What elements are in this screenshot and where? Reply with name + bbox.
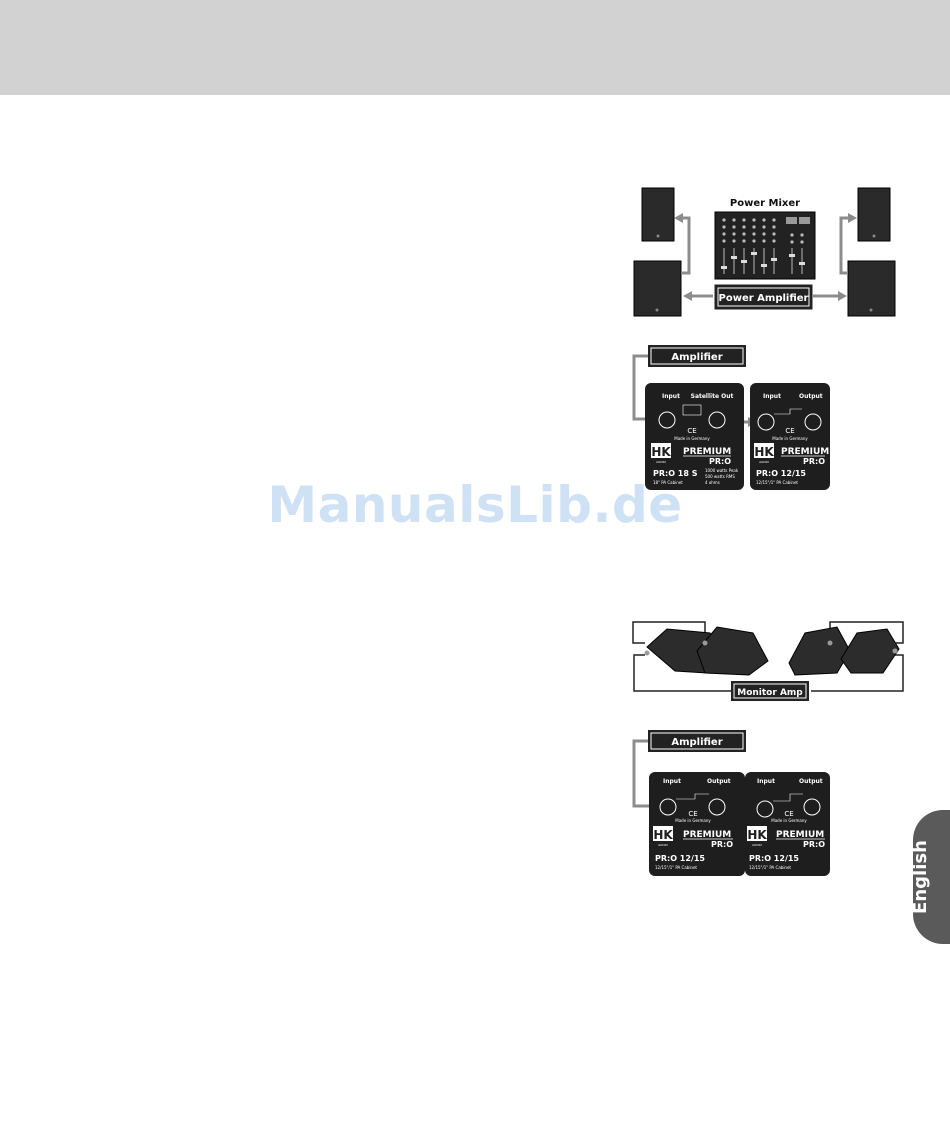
- right-top-speaker: [857, 187, 891, 242]
- power-amplifier-label: Power Amplifier: [719, 293, 809, 304]
- panel-left-ce: CE: [687, 427, 696, 435]
- figure-passive-chain-wiring: Amplifier Input Output CE Made in German…: [632, 730, 830, 876]
- right-subwoofer: [847, 260, 896, 317]
- panel-b-model: PR:O 12/15: [749, 854, 799, 863]
- panel-right-output-jack: [804, 413, 822, 431]
- panel-b-output-jack: [803, 798, 821, 816]
- panel-pro-18s: [645, 383, 744, 490]
- panel-b-ce: CE: [784, 810, 793, 818]
- panel-left-pro: PR:O: [709, 457, 731, 466]
- panel-pro-12-15-a: [649, 772, 745, 876]
- panel-a-input-jack: [659, 798, 677, 816]
- panel-a-premium: PREMIUM: [683, 830, 731, 840]
- amplifier-box-2: [648, 730, 746, 752]
- svg-text:HK: HK: [653, 828, 673, 842]
- hk-logo-left: [651, 443, 671, 458]
- monitor-wedge-3: [788, 626, 851, 676]
- panel-right-made-in: Made in Germany: [772, 436, 808, 441]
- panel-a-output-jack: [708, 798, 726, 816]
- svg-text:AUDIO: AUDIO: [658, 843, 668, 847]
- panel-left-model-sub: 18" PA Cabinet: [653, 480, 683, 485]
- panel-pro-12-15: [750, 383, 830, 490]
- panel-right-premium: PREMIUM: [781, 447, 829, 457]
- svg-text:HK: HK: [747, 828, 767, 842]
- panel-left-satellite-label: Satellite Out: [691, 393, 734, 400]
- header-band: [0, 0, 950, 95]
- panel-a-input-label: Input: [663, 778, 681, 785]
- panel-a-model-sub: 12/15"/1" PA Cabinet: [655, 865, 697, 870]
- mixer-knobs: [722, 218, 804, 244]
- figure-monitor-setup: Monitor Amp: [632, 621, 904, 701]
- panel-left-input-label: Input: [662, 393, 680, 400]
- panel-left-spec-1: 500 watts RMS: [705, 474, 735, 479]
- panel-right-model: PR:O 12/15: [756, 469, 806, 478]
- panel-left-input-jack: [658, 411, 676, 429]
- power-mixer-label: Power Mixer: [730, 198, 800, 209]
- language-tab[interactable]: [913, 810, 950, 944]
- panel-left-spec-0: 1000 watts Peak: [705, 468, 739, 473]
- panel-b-output-label: Output: [799, 778, 823, 785]
- panel-right-model-sub: 12/15"/1" PA Cabinet: [756, 480, 798, 485]
- svg-text:HK: HK: [754, 445, 774, 459]
- left-subwoofer: [633, 260, 682, 317]
- svg-text:HK: HK: [651, 445, 671, 459]
- panel-left-premium: PREMIUM: [683, 447, 731, 457]
- panel-b-pro: PR:O: [803, 840, 825, 849]
- panel-left-spec-2: 4 ohms: [705, 480, 720, 485]
- panel-a-pro: PR:O: [711, 840, 733, 849]
- panel-b-made-in: Made in Germany: [771, 818, 807, 823]
- svg-text:AUDIO: AUDIO: [752, 843, 762, 847]
- amplifier-label-2: Amplifier: [671, 737, 722, 748]
- hk-logo-a: [653, 826, 673, 841]
- panel-b-premium: PREMIUM: [776, 830, 824, 840]
- language-tab-label: English: [910, 840, 931, 914]
- panel-a-output-label: Output: [707, 778, 731, 785]
- panel-left-output-jack: [708, 411, 726, 429]
- panel-pro-12-15-b: [745, 772, 830, 876]
- left-top-speaker: [641, 187, 675, 242]
- panel-b-input-jack: [756, 800, 774, 818]
- figure-sub-satellite-wiring: Amplifier Input Satellite Out CE Made in…: [632, 345, 830, 490]
- figure-power-mixer-setup: Power Mixer Power Amplifier: [633, 187, 896, 317]
- monitor-wedge-2: [696, 626, 769, 676]
- crossover-box: [682, 404, 702, 416]
- panel-right-ce: CE: [785, 427, 794, 435]
- panel-b-model-sub: 12/15"/1" PA Cabinet: [749, 865, 791, 870]
- panel-right-pro: PR:O: [803, 457, 825, 466]
- svg-text:AUDIO: AUDIO: [759, 460, 769, 464]
- svg-text:AUDIO: AUDIO: [656, 460, 666, 464]
- panel-b-input-label: Input: [757, 778, 775, 785]
- monitor-wedge-4: [840, 628, 900, 674]
- power-amplifier-box: [714, 284, 813, 310]
- hk-logo-right: [754, 443, 774, 458]
- panel-a-made-in: Made in Germany: [675, 818, 711, 823]
- panel-a-ce: CE: [688, 810, 697, 818]
- monitor-amp-label: Monitor Amp: [737, 688, 803, 698]
- panel-right-input-jack: [757, 413, 775, 431]
- power-mixer-device: [714, 211, 816, 280]
- panel-left-made-in: Made in Germany: [674, 436, 710, 441]
- panel-right-input-label: Input: [763, 393, 781, 400]
- amplifier-label: Amplifier: [671, 352, 722, 363]
- panel-left-model: PR:O 18 S: [653, 469, 698, 478]
- panel-right-output-label: Output: [799, 393, 823, 400]
- amplifier-box: [648, 345, 746, 367]
- panel-a-model: PR:O 12/15: [655, 854, 705, 863]
- monitor-amp-box: [731, 681, 809, 701]
- watermark: ManualsLib.de: [267, 476, 683, 534]
- hk-logo-b: [747, 826, 767, 841]
